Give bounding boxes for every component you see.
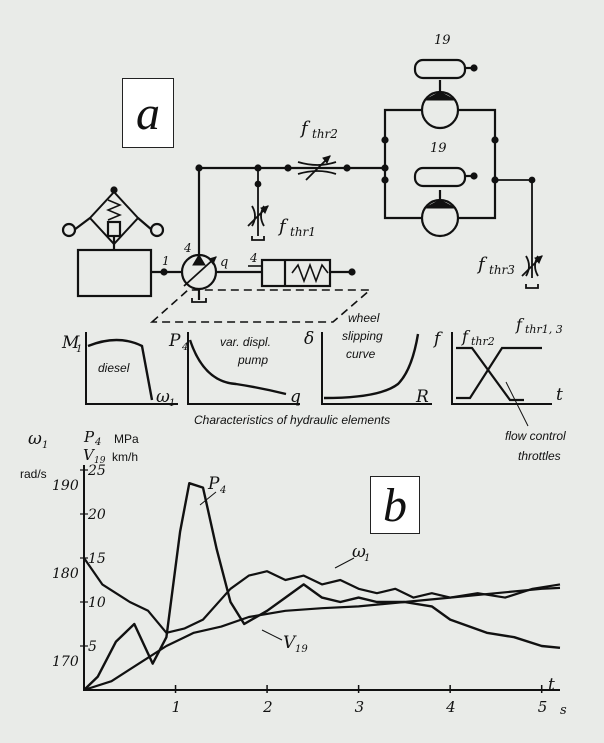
throttle-note-line2: throttles [518,449,561,463]
x-tick-label: 4 [445,698,456,716]
throttle-curve2-sub: thr1, 3 [525,323,563,336]
series-omega1-label-sub: 1 [364,553,370,564]
p-tick-label: 5 [88,639,97,655]
y-v-sub: 19 [94,456,106,466]
panel-b-letter: b [383,478,407,532]
omega-tick-label: 180 [52,566,79,582]
label-4-pump: 4 [183,241,192,255]
p4-leader [199,491,217,506]
x-axis-label: t [548,675,555,695]
pump-x-label: q [290,387,301,407]
label-19-top: 19 [434,33,451,48]
x-tick-label: 3 [355,698,365,716]
diesel-characteristic [85,332,178,405]
series-v19-label: V [283,633,297,653]
label-q: q [220,255,228,270]
label-4-cyl: 4 [249,251,258,265]
wheel-y-label: δ [304,329,314,349]
x-tick-label: 2 [262,698,273,716]
wheel-name-line3: curve [346,347,376,361]
omega1-leader [334,557,355,569]
y-p-sub: 4 [94,437,101,448]
y-kmh-unit: km/h [112,450,138,464]
throttle-note-line1: flow control [505,429,566,443]
f-thr3-label: thr3 [489,263,515,277]
throttle-thr2-icon [297,155,337,181]
throttle-y-label: f [432,329,443,349]
pump-y-sub: 4 [181,342,188,353]
panel-a-label: a [122,78,174,148]
pump-characteristic [187,332,300,405]
diesel-name: diesel [98,361,130,375]
panel-b-label: b [370,476,420,534]
characteristics-caption: Characteristics of hydraulic elements [194,413,390,427]
throttle-thr3-icon [495,176,543,289]
dashed-control-frame [149,289,373,323]
panel-a-letter: a [136,86,160,140]
series-p4-label: P [207,474,220,494]
throttle-x-label: t [556,385,563,405]
y-omega-sub: 1 [42,440,48,451]
f-thr1-label: thr1 [290,225,316,239]
pump-control-cylinder [216,258,356,288]
y-rads-unit: rad/s [20,467,47,481]
diesel-x-label: ω [156,387,170,407]
hydraulic-motor-bottom-icon [413,166,478,238]
pump-name-line1: var. displ. [220,335,271,349]
y-p-label: P [83,428,95,446]
pump-name-line2: pump [237,353,268,367]
diesel-y-label: M [61,333,80,353]
v19-leader [261,629,283,641]
throttle-curve1-f: f [461,327,471,346]
throttle-curve2-f: f [515,315,525,334]
pump-y-label: P [168,331,181,351]
wheel-slip-characteristic [321,332,432,405]
diesel-engine-block [76,248,153,298]
series-v19-line [83,586,561,692]
y-v-label: V [83,446,96,464]
hydraulic-schematic [61,58,543,323]
hydraulic-motor-top-icon [413,58,478,130]
governor-icon [61,186,165,250]
throttle-curve1-sub: thr2 [471,335,495,348]
wheel-name-line2: slipping [342,329,383,343]
series-p4-line [83,482,561,691]
wheel-name-line1: wheel [348,311,380,325]
x-tick-label: 1 [172,698,182,716]
throttle-characteristic [451,332,552,405]
p-tick-label: 10 [88,595,106,611]
wheel-x-label: R [415,387,429,407]
diesel-x-sub: 1 [169,398,175,409]
label-1: 1 [162,254,170,268]
f-thr2-label: thr2 [312,127,338,141]
series-v19-label-sub: 19 [295,644,308,655]
label-19-mid: 19 [430,141,447,156]
omega-tick-label: 190 [52,478,79,494]
diesel-y-sub: 1 [76,344,82,355]
p-tick-label: 20 [87,507,106,523]
series-p4-label-sub: 4 [219,485,226,496]
y-omega-label: ω [28,429,42,449]
variable-pump-icon [180,253,218,303]
x-tick-label: 5 [538,698,548,716]
throttle-thr1-icon [247,168,269,241]
series-omega1-label: ω [352,542,366,562]
p-tick-label: 15 [88,551,106,567]
omega-tick-label: 170 [52,654,79,670]
x-unit-label: s [560,703,567,718]
p-tick-label: 25 [87,463,106,479]
characteristics-row [85,332,552,405]
y-mpa-unit: MPa [114,432,139,446]
throttle-note-leader [505,381,529,427]
